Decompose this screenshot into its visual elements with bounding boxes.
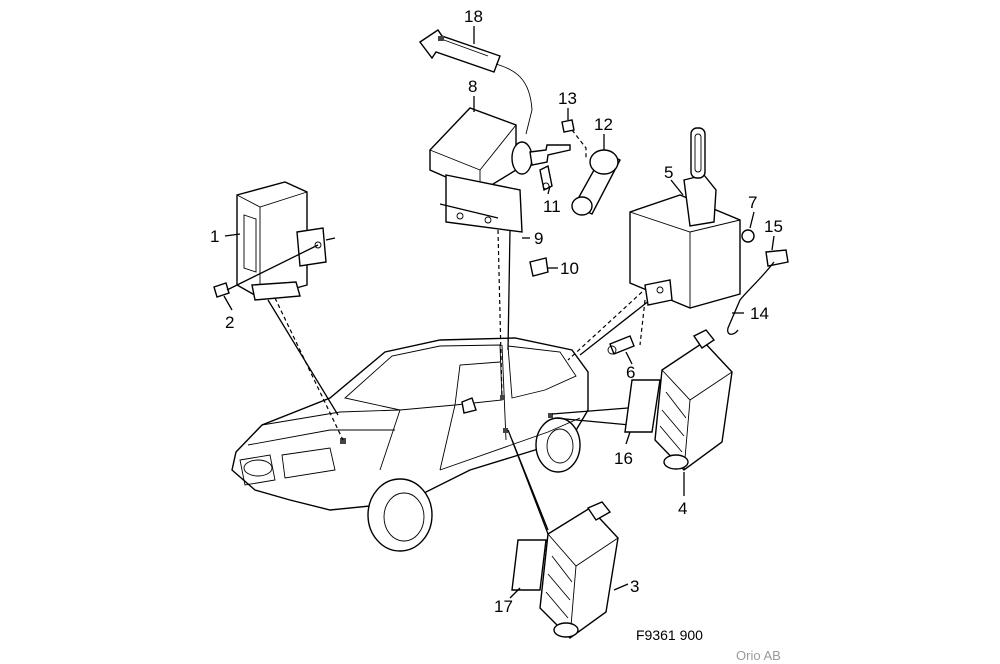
label-5: 5 [664,163,673,182]
label-1: 1 [210,227,219,246]
label-17: 17 [494,597,513,616]
label-3: 3 [630,577,639,596]
part-3-door-actuator [511,501,619,639]
label-10: 10 [560,259,579,278]
label-4: 4 [678,499,687,518]
copyright-text: Orio AB [736,648,781,663]
label-9: 9 [534,229,543,248]
label-16: 16 [614,449,633,468]
label-2: 2 [225,313,234,332]
label-6: 6 [626,363,635,382]
leader-lines [267,229,651,561]
label-13: 13 [558,89,577,108]
part-5-actuator [607,127,789,355]
label-14: 14 [750,304,769,323]
part-labels: 1 2 3 4 5 6 7 8 9 10 11 12 13 14 15 16 1… [210,7,783,616]
part-1-control-unit [213,181,336,301]
car-illustration [231,337,589,552]
part-8-motor [429,107,571,277]
label-8: 8 [468,77,477,96]
label-18: 18 [464,7,483,26]
part-12-lever [561,119,621,216]
label-12: 12 [594,115,613,134]
label-11: 11 [543,197,561,216]
figure-code: F9361 900 [636,627,703,643]
part-4-door-actuator [624,329,733,471]
label-leaders [223,26,775,599]
label-15: 15 [764,217,783,236]
part-18-tag [418,29,533,135]
label-7: 7 [748,193,757,212]
